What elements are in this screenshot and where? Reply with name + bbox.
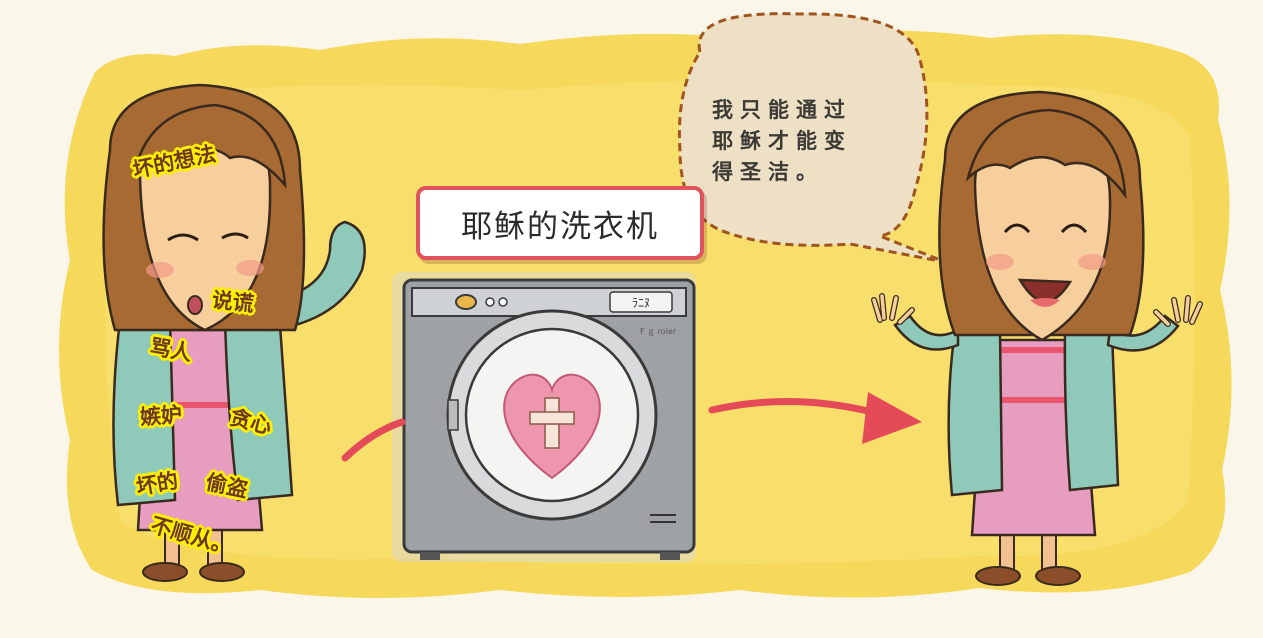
sign-label: 耶稣的洗衣机 [461, 208, 659, 245]
sin-label-jealousy: 嫉妒 [139, 402, 183, 430]
speech-bubble-text: 我只能通过 耶稣才能变 得圣洁。 [712, 95, 902, 188]
left-girl [102, 83, 366, 582]
speech-line: 耶稣才能变 [712, 129, 852, 153]
washing-machine-sign: 耶稣的洗衣机 [416, 186, 704, 260]
arrow-out-of-washer [708, 397, 876, 416]
washing-machine: ﾗﾆﾇ F ｇ roler [392, 272, 696, 562]
arrow-head-icon [862, 392, 922, 444]
cross-icon [529, 397, 575, 449]
washer-display: ﾗﾆﾇ [632, 296, 650, 310]
right-girl [871, 90, 1203, 586]
arrow-into-washer [341, 418, 406, 462]
speech-line: 我只能通过 [712, 98, 852, 122]
speech-line: 得圣洁。 [712, 160, 824, 184]
speech-bubble [677, 12, 946, 264]
washer-brand: F ｇ roler [640, 327, 677, 336]
sin-label-lying: 说谎 [210, 287, 256, 317]
